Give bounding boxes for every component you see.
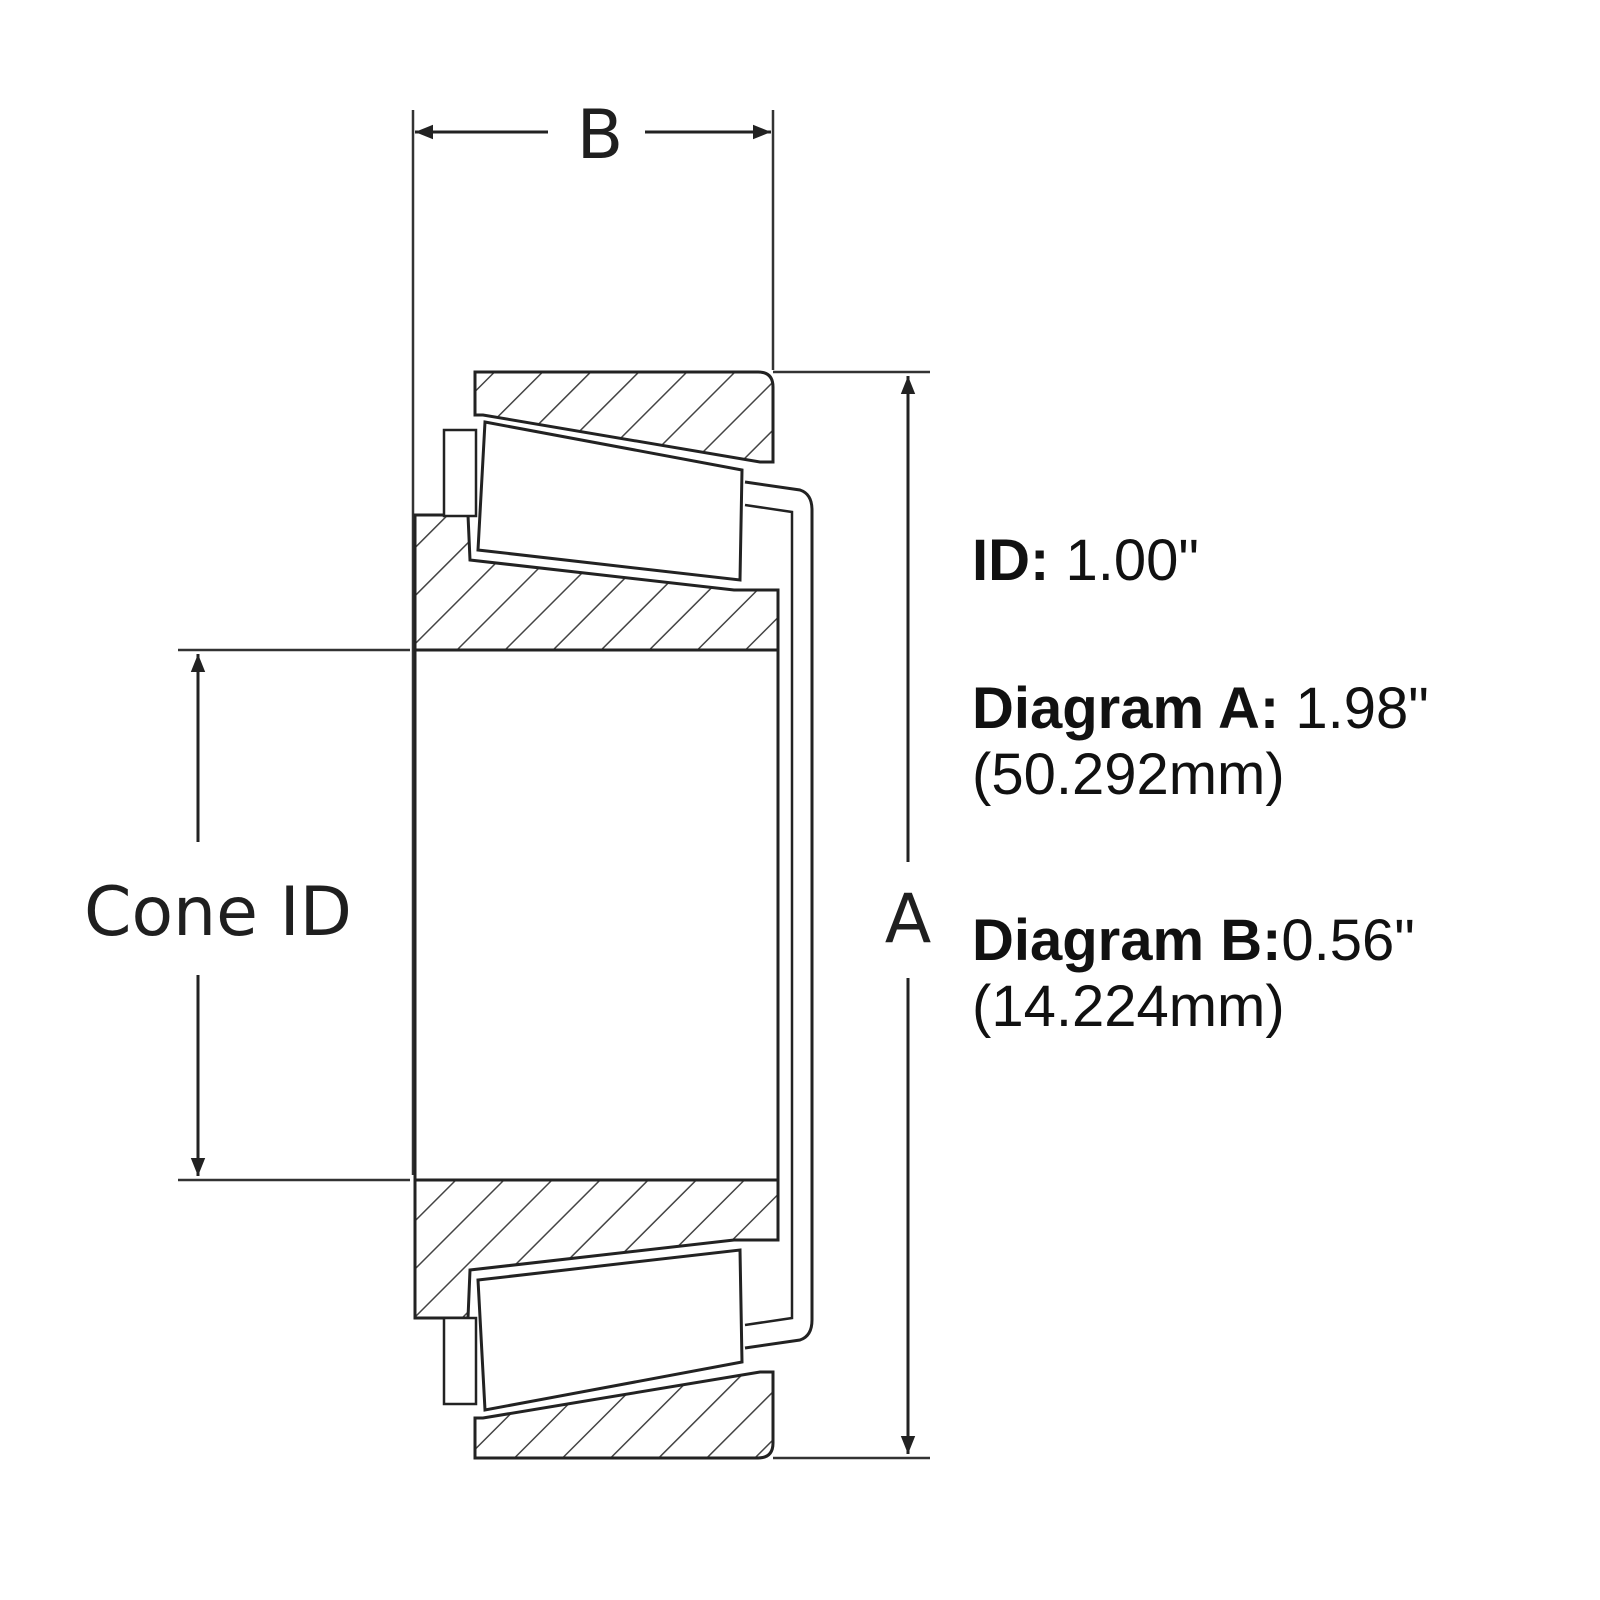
spec-diagram-a-metric: (50.292mm) <box>972 742 1285 807</box>
spec-diagram-b-metric: (14.224mm) <box>972 974 1285 1039</box>
cage-tab-top <box>442 428 478 518</box>
spec-diagram-b-value: 0.56" <box>1281 908 1415 973</box>
spec-diagram-a-value: 1.98" <box>1279 676 1429 741</box>
cup-bottom-section <box>473 1370 775 1460</box>
cage-inner-line <box>744 503 794 1327</box>
cage-outline <box>744 480 814 1350</box>
cone-id-label: Cone ID <box>84 873 352 952</box>
cone-bottom-section <box>413 1178 780 1320</box>
cage-tab-bottom <box>442 1316 478 1406</box>
roller-bottom <box>476 1248 744 1412</box>
cone-top-section <box>413 513 780 652</box>
cup-top-section <box>473 370 775 464</box>
b-dimension-label: B <box>577 96 624 175</box>
spec-id-value: 1.00" <box>1049 528 1199 593</box>
spec-diagram-a-label: Diagram A: <box>972 676 1280 741</box>
spec-diagram-a: Diagram A: 1.98" (50.292mm) <box>972 676 1429 808</box>
spec-diagram-b: Diagram B:0.56" (14.224mm) <box>972 908 1415 1040</box>
spec-id: ID: 1.00" <box>972 528 1199 594</box>
spec-diagram-b-label: Diagram B: <box>972 908 1282 973</box>
spec-id-label: ID: <box>972 528 1050 593</box>
roller-top <box>476 420 744 582</box>
a-dimension-label: A <box>885 880 932 959</box>
